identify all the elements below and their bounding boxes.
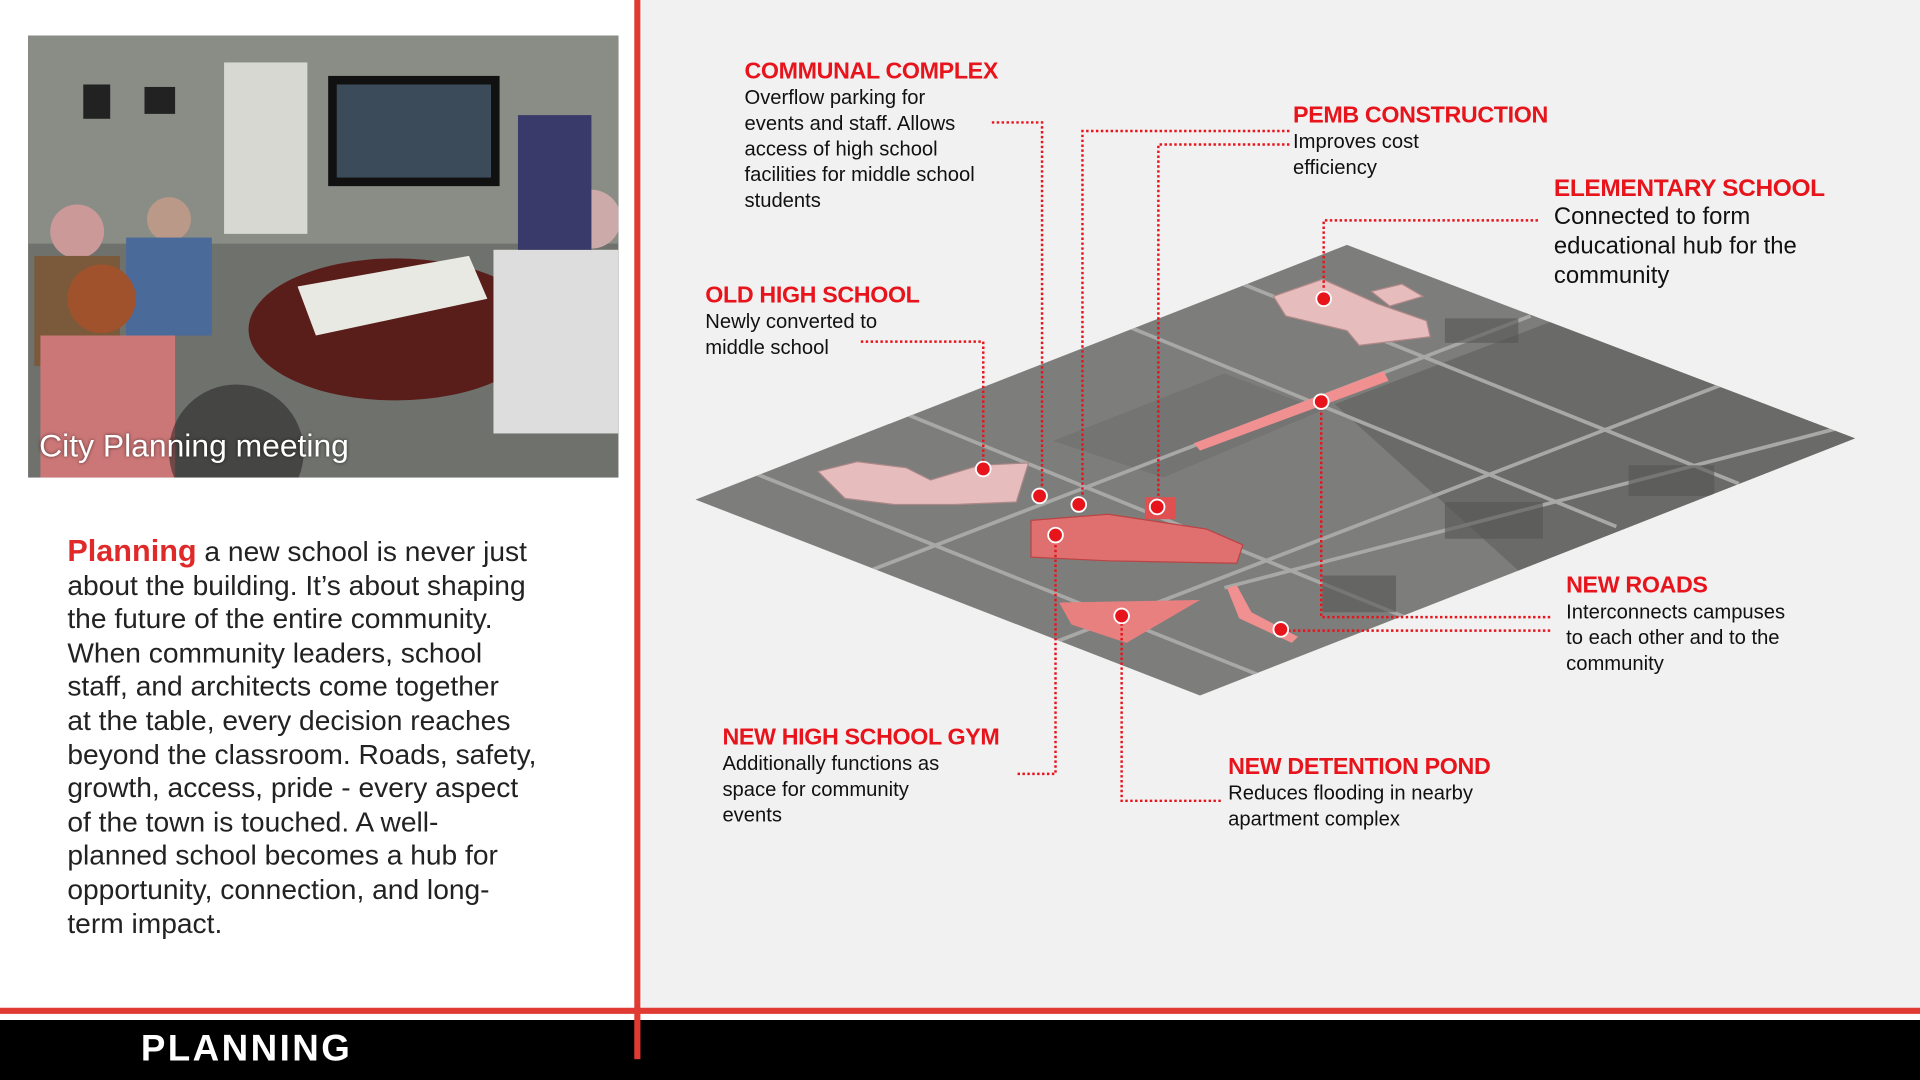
label-elementary-school: ELEMENTARY SCHOOL Connected to form educ… — [1554, 175, 1825, 290]
paragraph-line: staff, and architects come together — [67, 670, 499, 703]
paragraph-highlight: Planning — [67, 533, 197, 569]
paragraph-line: term impact. — [67, 906, 223, 939]
label-old-high-school: OLD HIGH SCHOOL Newly converted to middl… — [705, 282, 920, 361]
label-line: Newly converted to — [705, 311, 878, 334]
label-line: events and staff. Allows — [744, 112, 956, 135]
label-line: Additionally functions as — [722, 753, 940, 776]
label-line: space for community — [722, 778, 909, 801]
left-panel: City Planning meeting Planning a new sch… — [0, 0, 637, 1012]
label-line: educational hub for the — [1553, 232, 1797, 260]
vertical-divider — [634, 0, 641, 1060]
paragraph-line: about the building. It’s about shaping — [67, 568, 526, 601]
label-line: apartment complex — [1228, 808, 1400, 831]
label-line: students — [744, 189, 821, 212]
label-line: events — [722, 804, 782, 827]
footer-title: PLANNING — [140, 1028, 353, 1069]
label-title: PEMB CONSTRUCTION — [1293, 102, 1548, 129]
label-title: ELEMENTARY SCHOOL — [1553, 175, 1825, 203]
photo-illustration — [28, 35, 619, 478]
label-line: efficiency — [1293, 156, 1377, 179]
label-line: Improves cost — [1293, 131, 1419, 154]
label-new-roads: NEW ROADS Interconnects campuses to each… — [1566, 573, 1785, 677]
label-title: OLD HIGH SCHOOL — [705, 282, 920, 309]
label-line: facilities for middle school — [744, 164, 975, 187]
paragraph-first-line: a new school is never just — [196, 535, 527, 567]
paragraph-line: When community leaders, school — [67, 636, 483, 669]
label-title: COMMUNAL COMPLEX — [744, 58, 998, 85]
label-line: to each other and to the — [1566, 626, 1780, 649]
label-title: NEW ROADS — [1566, 573, 1708, 599]
paragraph-line: the future of the entire community. — [67, 602, 493, 635]
paragraph-line: of the town is touched. A well- — [67, 805, 439, 838]
label-line: middle school — [705, 336, 829, 359]
paragraph-line: planned school becomes a hub for — [67, 839, 498, 872]
label-new-gym: NEW HIGH SCHOOL GYM Additionally functio… — [722, 725, 999, 829]
meeting-photo: City Planning meeting — [28, 35, 619, 478]
paragraph-line: opportunity, connection, and long- — [67, 872, 490, 905]
footer-bar — [0, 1020, 1920, 1080]
horizontal-divider — [0, 1007, 1920, 1014]
label-title: NEW HIGH SCHOOL GYM — [722, 724, 1000, 751]
paragraph-line: at the table, every decision reaches — [67, 704, 511, 736]
label-line: community — [1566, 652, 1664, 675]
paragraph-line: beyond the classroom. Roads, safety, — [67, 737, 537, 770]
label-title: NEW DETENTION POND — [1228, 754, 1491, 781]
label-detention-pond: NEW DETENTION POND Reduces flooding in n… — [1228, 754, 1491, 832]
label-line: Reduces flooding in nearby — [1228, 782, 1474, 805]
intro-paragraph: Planning a new school is never just abou… — [67, 533, 537, 940]
label-line: community — [1553, 262, 1670, 289]
label-line: Interconnects campuses — [1566, 601, 1786, 624]
label-pemb-construction: PEMB CONSTRUCTION Improves cost efficien… — [1293, 103, 1548, 181]
label-line: access of high school — [744, 138, 938, 161]
label-line: Connected to form — [1553, 203, 1751, 231]
paragraph-line: growth, access, pride - every aspect — [67, 771, 519, 804]
photo-caption: City Planning meeting — [39, 427, 349, 465]
label-communal-complex: COMMUNAL COMPLEX Overflow parking for ev… — [744, 58, 998, 215]
label-line: Overflow parking for — [744, 86, 926, 109]
